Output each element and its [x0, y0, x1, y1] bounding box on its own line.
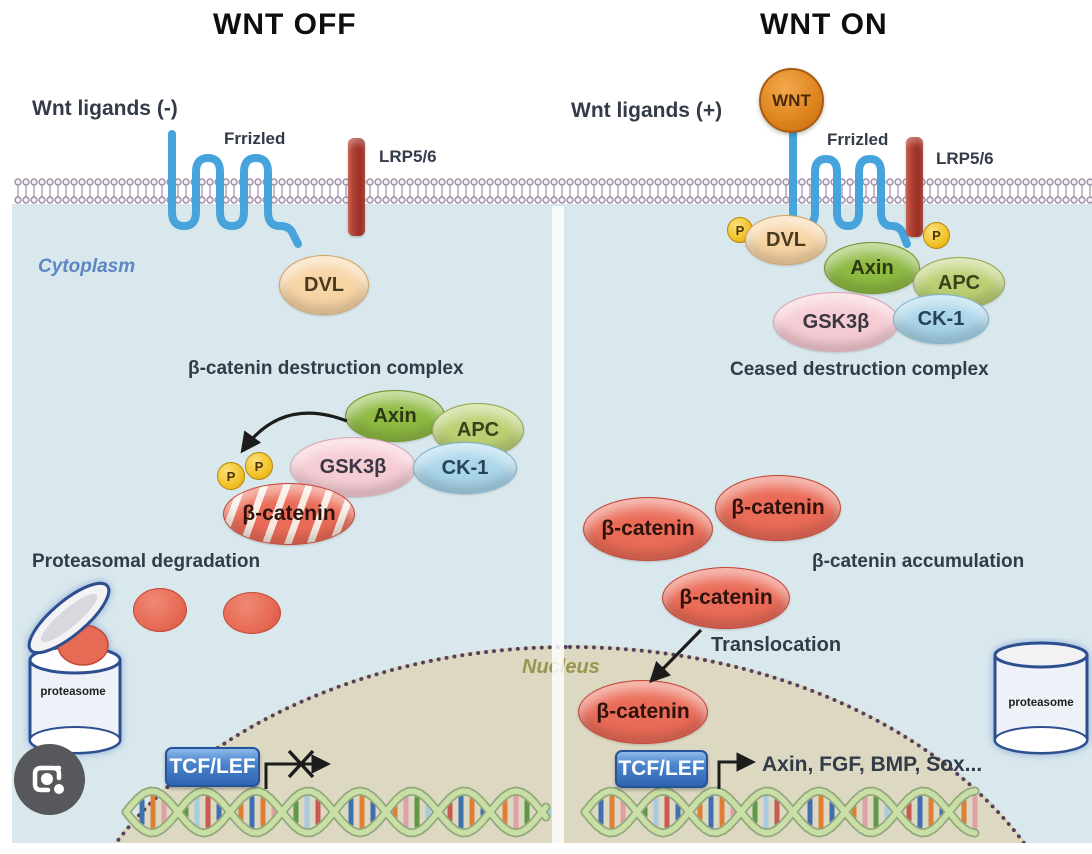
- title-wnt-on: WNT ON: [760, 8, 888, 41]
- title-wnt-off: WNT OFF: [213, 8, 357, 41]
- ligand-label-left: Wnt ligands (-): [32, 97, 178, 120]
- dvl-label-left: DVL: [304, 273, 344, 296]
- beta-catenin-free-2: β-catenin: [715, 475, 841, 541]
- beta-catenin-label: β-catenin: [731, 496, 825, 519]
- cell-membrane: [14, 177, 1092, 205]
- destruction-complex-caption: β-catenin destruction complex: [188, 358, 464, 379]
- tcf-lef-box-right: TCF/LEF: [615, 750, 708, 788]
- ck1-label-left: CK-1: [441, 456, 489, 479]
- tcf-lef-label-left: TCF/LEF: [169, 755, 256, 778]
- beta-catenin-label: β-catenin: [596, 700, 690, 723]
- axin-label-right: Axin: [850, 256, 894, 279]
- beta-catenin-free-1: β-catenin: [583, 497, 713, 561]
- wnt-ball-label: WNT: [772, 90, 811, 110]
- dvl-label-right: DVL: [766, 228, 806, 251]
- frizzled-label-right: Frrizled: [827, 130, 889, 149]
- tcf-lef-label-right: TCF/LEF: [618, 757, 705, 780]
- image-search-camera-button[interactable]: [14, 744, 85, 815]
- dvl-ellipse-right: DVL: [745, 215, 827, 265]
- lrp-label-right: LRP5/6: [936, 149, 994, 168]
- degraded-fragment-1: [133, 588, 187, 632]
- apc-label-left: APC: [456, 418, 500, 441]
- phosphate-label: P: [226, 468, 236, 484]
- target-genes-label: Axin, FGF, BMP, Sox...: [762, 753, 983, 776]
- lrp56-receptor-left: [348, 138, 365, 236]
- phosphate-left-2: P: [245, 452, 273, 480]
- beta-catenin-free-3: β-catenin: [662, 567, 790, 629]
- beta-catenin-nuclear: β-catenin: [578, 680, 708, 744]
- beta-catenin-label: β-catenin: [242, 502, 336, 525]
- gsk3b-label-right: GSK3β: [802, 310, 870, 333]
- panel-divider: [552, 206, 564, 843]
- beta-catenin-label: β-catenin: [679, 586, 773, 609]
- ceased-complex-caption: Ceased destruction complex: [730, 359, 989, 380]
- tcf-lef-box-left: TCF/LEF: [165, 747, 260, 787]
- proteasome-label-right: proteasome: [1008, 697, 1074, 709]
- frizzled-label-left: Frrizled: [224, 129, 286, 148]
- axin-label-left: Axin: [373, 404, 417, 427]
- beta-catenin-striped-ellipse: β-catenin: [223, 483, 355, 545]
- accumulation-label: β-catenin accumulation: [812, 551, 1025, 572]
- phosphate-right-lrp: P: [923, 222, 950, 249]
- ck1-label-right: CK-1: [917, 307, 965, 330]
- degradation-label: Proteasomal degradation: [32, 551, 261, 572]
- phosphate-label: P: [254, 458, 264, 474]
- apc-label-right: APC: [937, 271, 981, 294]
- lrp-label-left: LRP5/6: [379, 147, 437, 166]
- wnt-ligand-ball: WNT: [759, 68, 824, 133]
- cytoplasm-label: Cytoplasm: [38, 256, 136, 277]
- axin-ellipse-left: Axin: [345, 390, 445, 442]
- gsk3b-label-left: GSK3β: [319, 455, 387, 478]
- dvl-ellipse-left: DVL: [279, 255, 369, 315]
- translocation-label: Translocation: [711, 634, 842, 656]
- phosphate-label: P: [735, 222, 745, 238]
- phosphate-left-1: P: [217, 462, 245, 490]
- ck1-ellipse-right: CK-1: [893, 294, 989, 344]
- lrp56-receptor-right: [906, 137, 923, 237]
- gsk3b-ellipse-right: GSK3β: [773, 292, 899, 352]
- proteasome-label-left: proteasome: [40, 686, 106, 698]
- phosphate-label: P: [932, 228, 941, 243]
- axin-ellipse-right: Axin: [824, 242, 920, 294]
- beta-catenin-label: β-catenin: [601, 517, 695, 540]
- camera-icon: [32, 765, 64, 794]
- ligand-label-right: Wnt ligands (+): [571, 99, 723, 122]
- ck1-ellipse-left: CK-1: [413, 442, 517, 494]
- degraded-fragment-2: [223, 592, 281, 634]
